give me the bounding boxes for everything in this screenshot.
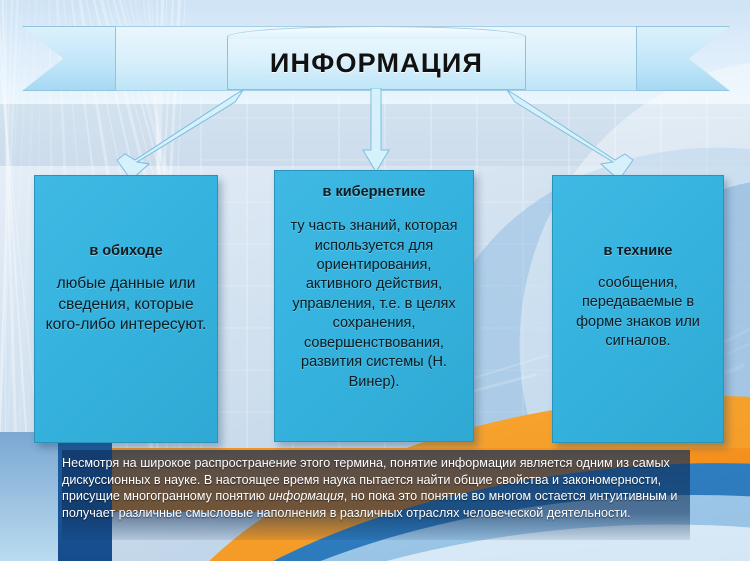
- footer-note-part1: Несмотря на широкое распространение этог…: [62, 456, 670, 504]
- definition-heading: в обиходе: [89, 243, 163, 259]
- footer-note: Несмотря на широкое распространение этог…: [62, 455, 690, 522]
- definition-box-cybernetics: в кибернетике ту часть знаний, которая и…: [274, 170, 474, 442]
- ribbon-tail-left: [22, 26, 116, 91]
- definition-box-everyday: в обиходе любые данные или сведения, кот…: [34, 175, 218, 443]
- page-title: ИНФОРМАЦИЯ: [269, 47, 484, 78]
- footer-note-part2: , но пока это понятие во многом остается…: [62, 489, 678, 521]
- footer-note-emphasis: информация: [268, 489, 344, 504]
- note-backdrop: [62, 450, 690, 540]
- arrow-down-right-icon: [505, 88, 655, 183]
- title-plate: ИНФОРМАЦИЯ: [227, 26, 526, 90]
- definition-body: сообщения, передаваемые в форме знаков и…: [576, 275, 700, 349]
- definition-body: любые данные или сведения, которые кого-…: [45, 275, 207, 334]
- definition-heading: в технике: [603, 243, 673, 259]
- definition-heading: в кибернетике: [322, 184, 426, 200]
- navy-corner-light: [0, 432, 58, 561]
- arrow-down-icon: [362, 88, 390, 174]
- ribbon-tail-right: [636, 26, 730, 91]
- definition-body: ту часть знаний, которая используется дл…: [290, 218, 458, 390]
- arrow-down-left-icon: [95, 88, 245, 183]
- definition-box-engineering: в технике сообщения, передаваемые в форм…: [552, 175, 724, 443]
